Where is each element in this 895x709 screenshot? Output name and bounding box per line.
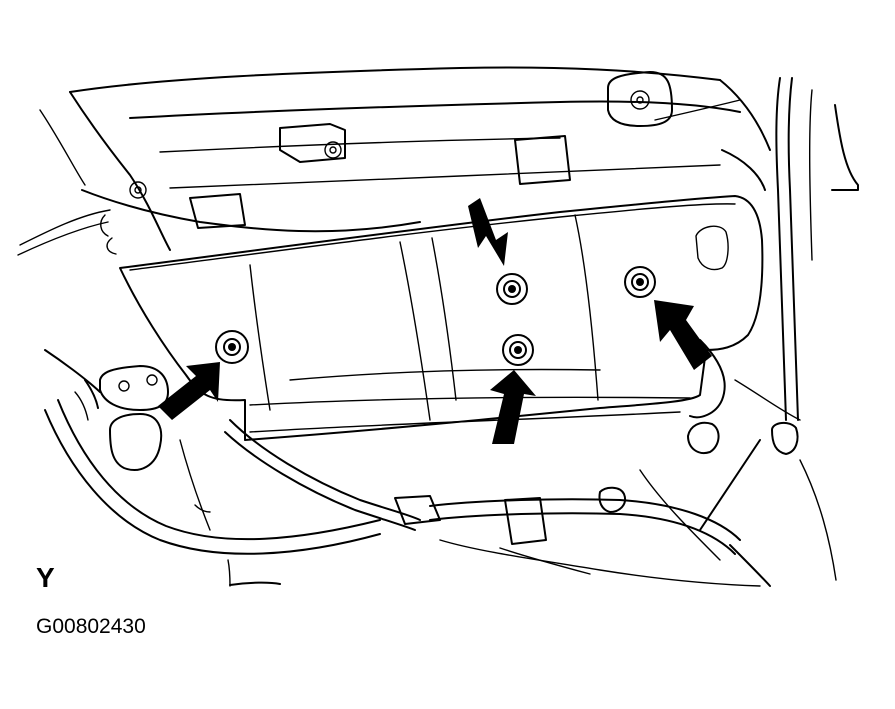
- figure-id: G00802430: [36, 615, 146, 638]
- arrow-bolt-right: [654, 300, 712, 370]
- floor-panel: [17, 66, 859, 421]
- bolt-left: [215, 330, 249, 364]
- arrow-bolt-top-center: [468, 198, 508, 266]
- bolt-right: [624, 266, 656, 298]
- callout-arrows: [158, 198, 712, 444]
- heat-insulator: [119, 195, 764, 441]
- arrow-bolt-bottom-center: [490, 370, 536, 444]
- view-label: Y: [36, 562, 55, 593]
- bolts: [215, 266, 656, 366]
- arrow-bolt-left: [158, 362, 220, 420]
- bolt-bottom-center: [502, 334, 534, 366]
- lower-components: [44, 339, 837, 587]
- body-clips: [100, 71, 673, 255]
- bolt-top-center: [496, 273, 528, 305]
